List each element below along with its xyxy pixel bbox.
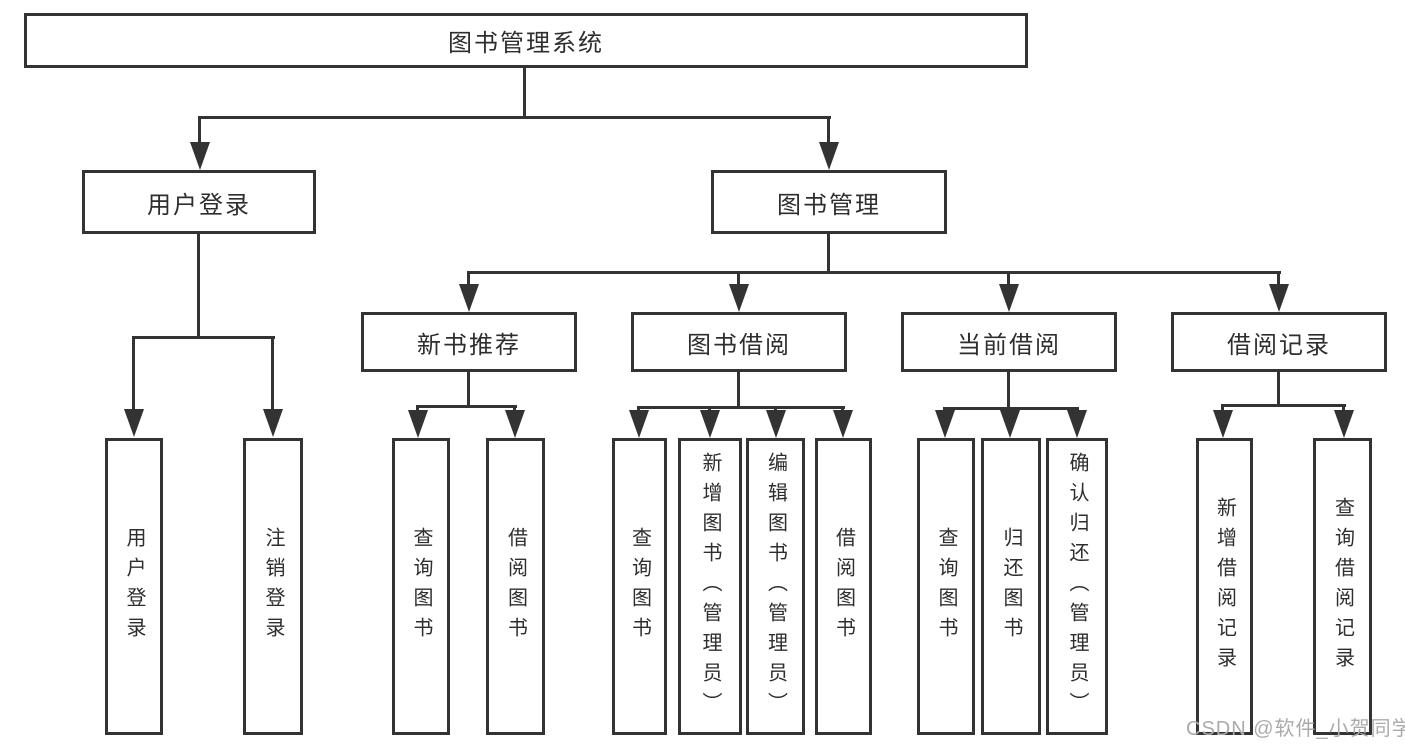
arrowhead-down-icon bbox=[766, 410, 786, 438]
leaf-query-books-2: 查询图书 bbox=[612, 438, 667, 735]
node-library-system: 图书管理系统 bbox=[24, 13, 1028, 68]
node-label: 确认归还（管理员） bbox=[1066, 451, 1088, 722]
connector-segment bbox=[132, 336, 275, 339]
connector-segment bbox=[467, 372, 470, 407]
arrowhead-down-icon bbox=[1000, 410, 1020, 438]
node-label: 编辑图书（管理员） bbox=[764, 451, 787, 722]
arrowhead-down-icon bbox=[1269, 284, 1289, 312]
node-label: 查询图书 bbox=[410, 526, 432, 647]
leaf-add-book-admin: 新增图书（管理员） bbox=[678, 438, 742, 735]
node-label: 查询图书 bbox=[935, 526, 957, 647]
node-book-management: 图书管理 bbox=[711, 170, 947, 234]
leaf-borrow-books-2: 借阅图书 bbox=[815, 438, 872, 735]
node-label: 图书管理系统 bbox=[448, 30, 604, 57]
arrowhead-down-icon bbox=[999, 284, 1019, 312]
connector-segment bbox=[827, 234, 830, 273]
node-book-borrowing: 图书借阅 bbox=[631, 312, 847, 372]
connector-segment bbox=[416, 405, 517, 408]
arrowhead-down-icon bbox=[263, 409, 283, 437]
connector-segment bbox=[467, 271, 1281, 274]
connector-segment bbox=[1221, 404, 1346, 407]
node-borrowing-records: 借阅记录 bbox=[1171, 312, 1387, 372]
node-label: 注销登录 bbox=[262, 526, 284, 647]
leaf-confirm-return-admin: 确认归还（管理员） bbox=[1046, 438, 1108, 735]
connector-segment bbox=[197, 234, 200, 338]
connector-segment bbox=[198, 116, 831, 119]
connector-segment bbox=[1277, 273, 1280, 290]
node-label: 当前借阅 bbox=[957, 331, 1061, 359]
arrowhead-down-icon bbox=[505, 410, 525, 438]
leaf-user-login: 用户登录 bbox=[105, 438, 163, 735]
connector-segment bbox=[467, 273, 470, 290]
leaf-query-books-1: 查询图书 bbox=[392, 438, 450, 735]
node-label: 图书管理 bbox=[777, 191, 881, 219]
arrowhead-down-icon bbox=[1334, 410, 1354, 438]
arrowhead-down-icon bbox=[700, 410, 720, 438]
connector-segment bbox=[1007, 273, 1010, 290]
arrowhead-down-icon bbox=[1067, 410, 1087, 438]
node-user-login: 用户登录 bbox=[82, 170, 316, 234]
leaf-query-borrow-record: 查询借阅记录 bbox=[1313, 438, 1372, 735]
node-label: 用户登录 bbox=[123, 526, 145, 647]
leaf-borrow-books-1: 借阅图书 bbox=[486, 438, 545, 735]
node-label: 借阅记录 bbox=[1227, 331, 1331, 359]
connector-segment bbox=[827, 118, 830, 148]
leaf-return-book: 归还图书 bbox=[981, 438, 1041, 735]
node-label: 用户登录 bbox=[147, 191, 251, 219]
leaf-query-books-3: 查询图书 bbox=[917, 438, 975, 735]
node-new-book-recommend: 新书推荐 bbox=[361, 312, 577, 372]
arrowhead-down-icon bbox=[833, 410, 853, 438]
arrowhead-down-icon bbox=[935, 410, 955, 438]
connector-segment bbox=[1007, 372, 1010, 409]
arrowhead-down-icon bbox=[408, 410, 428, 438]
node-label: 借阅图书 bbox=[832, 526, 855, 647]
arrowhead-down-icon bbox=[459, 284, 479, 312]
connector-segment bbox=[132, 338, 135, 415]
node-label: 查询借阅记录 bbox=[1331, 496, 1354, 677]
arrowhead-down-icon bbox=[629, 410, 649, 438]
node-label: 查询图书 bbox=[628, 526, 651, 647]
connector-segment bbox=[737, 372, 740, 408]
connector-segment bbox=[637, 406, 845, 409]
leaf-logout: 注销登录 bbox=[243, 438, 303, 735]
arrowhead-down-icon bbox=[1213, 410, 1233, 438]
arrowhead-down-icon bbox=[819, 142, 839, 170]
node-label: 新书推荐 bbox=[417, 331, 521, 359]
node-label: 借阅图书 bbox=[504, 526, 527, 647]
node-label: 新增借阅记录 bbox=[1213, 496, 1236, 677]
leaf-edit-book-admin: 编辑图书（管理员） bbox=[746, 438, 805, 735]
connector-segment bbox=[198, 118, 201, 148]
node-label: 归还图书 bbox=[1000, 526, 1022, 647]
connector-segment bbox=[943, 407, 1079, 410]
node-label: 图书借阅 bbox=[687, 331, 791, 359]
connector-segment bbox=[523, 68, 526, 118]
watermark: CSDN @软件_小贺同学 bbox=[1186, 718, 1405, 740]
connector-segment bbox=[737, 273, 740, 290]
node-label: 新增图书（管理员） bbox=[699, 451, 721, 722]
arrowhead-down-icon bbox=[729, 284, 749, 312]
connector-segment bbox=[1277, 372, 1280, 406]
arrowhead-down-icon bbox=[190, 142, 210, 170]
leaf-add-borrow-record: 新增借阅记录 bbox=[1196, 438, 1253, 735]
connector-segment bbox=[271, 338, 274, 415]
node-current-borrowing: 当前借阅 bbox=[901, 312, 1117, 372]
arrowhead-down-icon bbox=[124, 409, 144, 437]
